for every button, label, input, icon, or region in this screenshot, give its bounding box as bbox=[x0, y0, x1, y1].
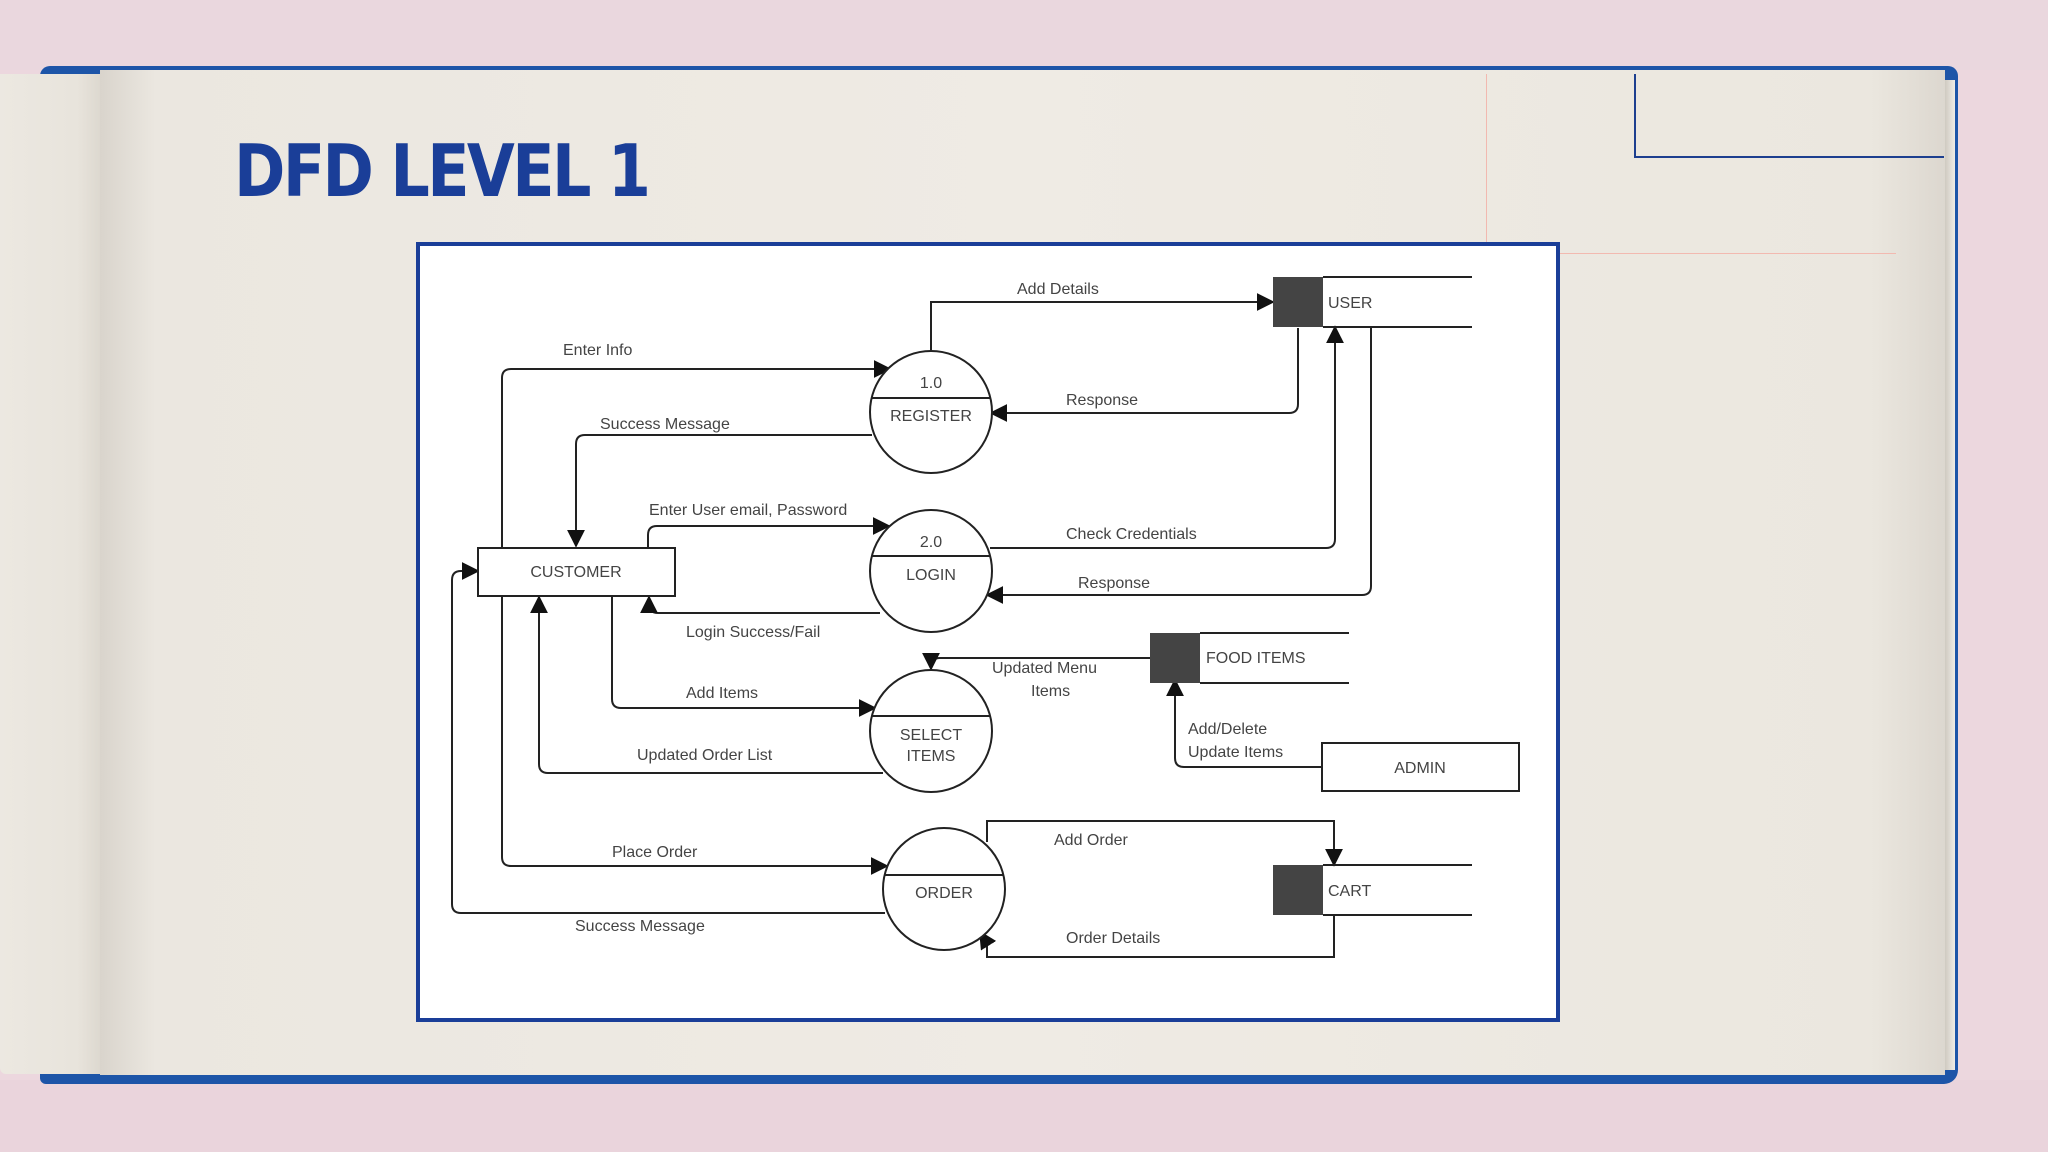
flow-add-delete bbox=[1166, 678, 1322, 768]
flow-updated-menu bbox=[922, 652, 1150, 671]
label-response-login: Response bbox=[1078, 575, 1150, 592]
flow-success-message-order bbox=[451, 562, 885, 914]
store-food-items: FOOD ITEMS bbox=[1150, 632, 1349, 684]
label-response-register: Response bbox=[1066, 392, 1138, 409]
entity-customer-label: CUSTOMER bbox=[530, 564, 621, 581]
process-order-label: ORDER bbox=[915, 885, 973, 902]
store-food-items-label: FOOD ITEMS bbox=[1206, 650, 1306, 667]
process-select-label-1: SELECT bbox=[900, 727, 962, 744]
flow-login-result bbox=[640, 595, 880, 614]
flow-response-register bbox=[989, 328, 1299, 422]
store-cart-label: CART bbox=[1328, 883, 1371, 900]
label-order-details: Order Details bbox=[1066, 930, 1160, 947]
entity-customer: CUSTOMER bbox=[477, 547, 676, 597]
book-page-edge bbox=[1945, 80, 1955, 1070]
decorative-line-vertical bbox=[1486, 74, 1487, 244]
flow-updated-order-list bbox=[530, 595, 883, 774]
process-register: 1.0 REGISTER bbox=[869, 350, 993, 474]
decorative-box bbox=[1634, 74, 1944, 158]
flow-add-details bbox=[930, 293, 1275, 350]
label-place-order: Place Order bbox=[612, 844, 698, 861]
process-login-number: 2.0 bbox=[920, 534, 942, 551]
label-add-items: Add Items bbox=[686, 685, 758, 702]
background-top bbox=[0, 0, 2048, 70]
label-check-credentials: Check Credentials bbox=[1066, 526, 1197, 543]
label-add-delete-2: Update Items bbox=[1188, 744, 1283, 761]
label-updated-menu-2: Items bbox=[1031, 683, 1070, 700]
flow-response-login bbox=[985, 328, 1372, 604]
entity-admin: ADMIN bbox=[1321, 742, 1520, 792]
process-register-number: 1.0 bbox=[920, 375, 942, 392]
store-user: USER bbox=[1273, 276, 1472, 328]
process-select-label-2: ITEMS bbox=[907, 748, 956, 765]
process-order: ORDER bbox=[882, 827, 1006, 951]
label-updated-menu-1: Updated Menu bbox=[992, 660, 1097, 677]
label-add-details: Add Details bbox=[1017, 281, 1099, 298]
flow-success-message-register bbox=[567, 434, 872, 548]
book-left-page bbox=[0, 74, 110, 1074]
label-success-message-order: Success Message bbox=[575, 918, 705, 935]
flow-check-credentials bbox=[990, 325, 1344, 549]
flow-add-order bbox=[986, 820, 1343, 867]
process-login: 2.0 LOGIN bbox=[869, 509, 993, 633]
label-add-order: Add Order bbox=[1054, 832, 1128, 849]
flow-add-items bbox=[611, 597, 877, 717]
store-user-label: USER bbox=[1328, 295, 1372, 312]
decorative-line-horizontal bbox=[1486, 253, 1896, 254]
label-updated-order-list: Updated Order List bbox=[637, 747, 773, 764]
page-title: DFD LEVEL 1 bbox=[234, 129, 651, 213]
process-login-label: LOGIN bbox=[906, 567, 956, 584]
store-cart: CART bbox=[1273, 864, 1472, 916]
label-login-result: Login Success/Fail bbox=[686, 624, 820, 641]
label-success-message-register: Success Message bbox=[600, 416, 730, 433]
label-add-delete-1: Add/Delete bbox=[1188, 721, 1267, 738]
flow-enter-info bbox=[501, 360, 892, 548]
flow-enter-credentials bbox=[647, 517, 891, 548]
entity-admin-label: ADMIN bbox=[1394, 760, 1446, 777]
label-enter-info: Enter Info bbox=[563, 342, 632, 359]
process-select-items: SELECT ITEMS bbox=[869, 669, 993, 793]
background-bottom bbox=[0, 1080, 2048, 1152]
flow-place-order bbox=[501, 597, 889, 875]
label-enter-credentials: Enter User email, Password bbox=[649, 502, 847, 519]
process-register-label: REGISTER bbox=[890, 408, 972, 425]
